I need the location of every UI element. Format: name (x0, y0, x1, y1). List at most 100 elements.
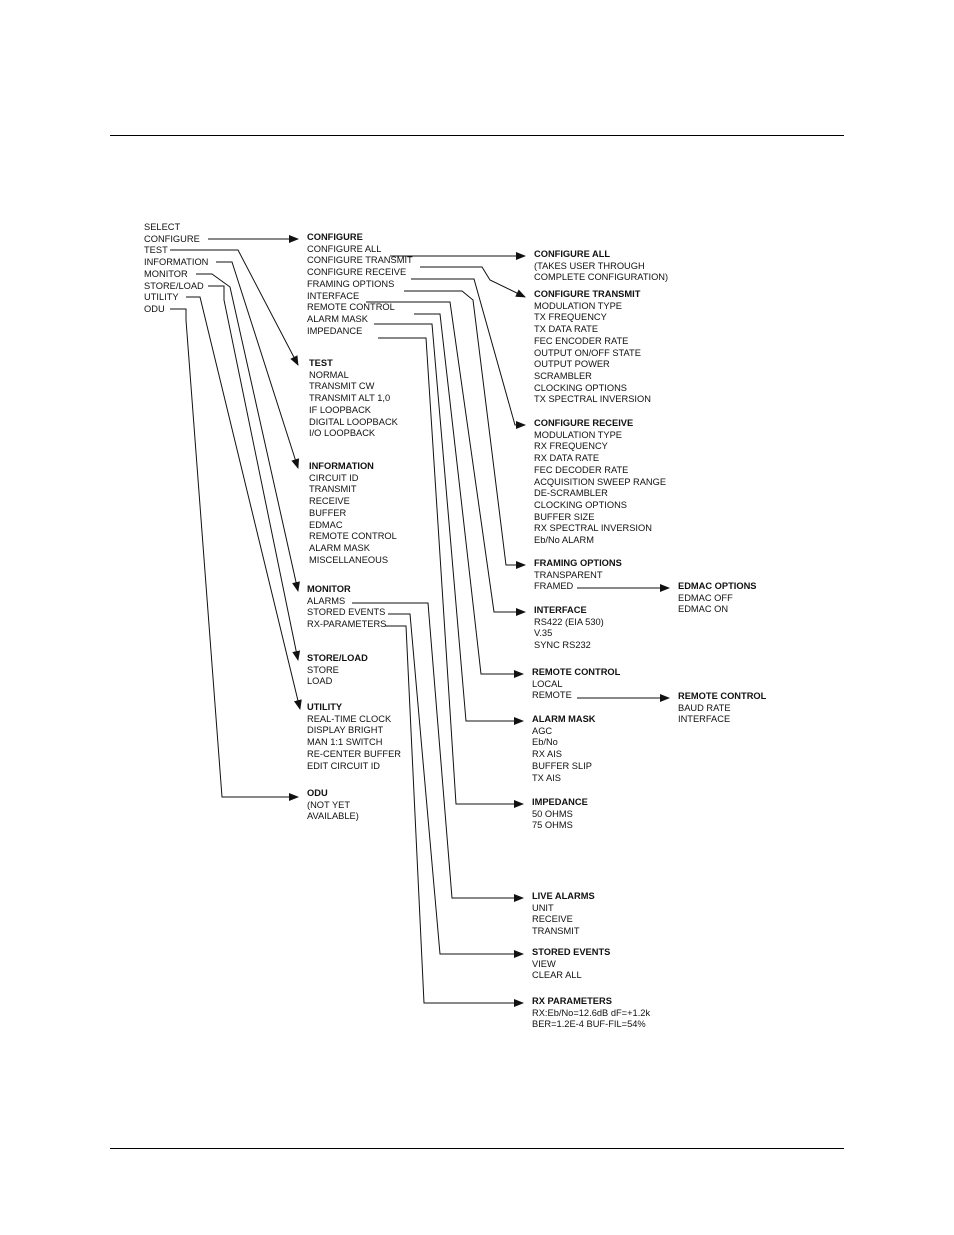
configure-all-item: COMPLETE CONFIGURATION) (534, 272, 669, 283)
configure-transmit-item: SCRAMBLER (534, 370, 592, 381)
configure-transmit-item: FEC ENCODER RATE (534, 335, 629, 346)
utility-item: DISPLAY BRIGHT (307, 725, 384, 736)
configure-transmit-connector (420, 266, 526, 298)
test-item: TRANSMIT CW (309, 381, 375, 392)
live-alarms-connector (352, 602, 524, 902)
alarm-mask-item: AGC (532, 725, 553, 736)
rx-parameters-connector (385, 625, 524, 1007)
stored-events-item: VIEW (532, 958, 556, 969)
remote-control-title: REMOTE CONTROL (532, 667, 621, 677)
root-item: TEST (144, 245, 168, 256)
configure-transmit-item: TX SPECTRAL INVERSION (534, 394, 651, 405)
configure-receive-item: DE-SCRAMBLER (534, 488, 608, 499)
impedance-item: 50 OHMS (532, 808, 573, 819)
root-title: SELECT (144, 222, 181, 232)
footer-rule (110, 1148, 844, 1149)
test-item: IF LOOPBACK (309, 404, 371, 415)
live-alarms-item: TRANSMIT (532, 926, 580, 937)
root-item: ODU (144, 303, 165, 314)
root-item: CONFIGURE (144, 233, 200, 244)
rx-parameters-item: BER=1.2E-4 BUF-FIL=54% (532, 1019, 646, 1030)
information-item: BUFFER (309, 507, 347, 518)
remote-control-connector (414, 313, 524, 678)
edmac-options-item: EDMAC ON (678, 604, 729, 615)
configure-transmit-item: TX FREQUENCY (534, 312, 607, 323)
test-connector (170, 249, 299, 366)
odu-item: (NOT YET (307, 799, 351, 810)
store-load-item: LOAD (307, 676, 333, 687)
information-item: EDMAC (309, 519, 343, 530)
configure-receive-item: RX FREQUENCY (534, 441, 608, 452)
remote-control-item: LOCAL (532, 678, 563, 689)
configure-item: INTERFACE (307, 290, 360, 301)
information-connector (216, 261, 300, 469)
test-item: TRANSMIT ALT 1,0 (309, 393, 391, 404)
configure-receive-item: RX SPECTRAL INVERSION (534, 523, 652, 534)
configure-receive-item: RX DATA RATE (534, 453, 600, 464)
configure-transmit-title: CONFIGURE TRANSMIT (534, 289, 641, 299)
store-load-connector (208, 285, 301, 661)
monitor-title: MONITOR (307, 584, 351, 594)
configure-item: IMPEDANCE (307, 325, 363, 336)
interface-connector (366, 301, 526, 616)
alarm-mask-item: TX AIS (532, 772, 561, 783)
configure-receive-item: BUFFER SIZE (534, 511, 595, 522)
stored-events-item: CLEAR ALL (532, 970, 582, 981)
configure-all-item: (TAKES USER THROUGH (534, 260, 645, 271)
utility-item: REAL-TIME CLOCK (307, 713, 392, 724)
test-item: DIGITAL LOOPBACK (309, 416, 398, 427)
framing-options-connector (404, 290, 526, 569)
rx-parameters-item: RX:Eb/No=12.6dB dF=+1.2k (532, 1007, 651, 1018)
odu-connector (170, 308, 299, 801)
configure-item: CONFIGURE TRANSMIT (307, 255, 413, 266)
configure-item: ALARM MASK (307, 313, 368, 324)
configure-transmit-item: MODULATION TYPE (534, 300, 622, 311)
impedance-connector (378, 337, 524, 808)
interface-item: SYNC RS232 (534, 640, 591, 651)
store-load-title: STORE/LOAD (307, 653, 368, 663)
root-item: MONITOR (144, 268, 188, 279)
configure-all-title: CONFIGURE ALL (534, 249, 611, 259)
test-item: NORMAL (309, 369, 349, 380)
utility-item: RE-CENTER BUFFER (307, 748, 402, 759)
edmac-options-item: EDMAC OFF (678, 592, 733, 603)
root-item: UTILITY (144, 292, 179, 303)
test-title: TEST (309, 358, 333, 368)
alarm-mask-item: Eb/No (532, 737, 558, 748)
configure-transmit-item: CLOCKING OPTIONS (534, 382, 627, 393)
information-title: INFORMATION (309, 461, 374, 471)
information-item: CIRCUIT ID (309, 472, 359, 483)
configure-receive-item: MODULATION TYPE (534, 429, 622, 440)
alarm-mask-title: ALARM MASK (532, 714, 596, 724)
alarm-mask-item: RX AIS (532, 749, 562, 760)
configure-receive-item: Eb/No ALARM (534, 535, 594, 545)
configure-transmit-item: TX DATA RATE (534, 324, 599, 335)
configure-transmit-item: OUTPUT ON/OFF STATE (534, 347, 641, 358)
monitor-item: ALARMS (307, 595, 346, 606)
information-item: REMOTE CONTROL (309, 531, 397, 542)
stored-events-connector (388, 613, 524, 958)
header-rule (110, 135, 844, 136)
utility-item: EDIT CIRCUIT ID (307, 760, 381, 771)
utility-title: UTILITY (307, 702, 343, 712)
root-item: INFORMATION (144, 257, 209, 268)
remote-control-sub-title: REMOTE CONTROL (678, 691, 767, 701)
configure-receive-item: CLOCKING OPTIONS (534, 499, 627, 510)
configure-item: CONFIGURE RECEIVE (307, 267, 407, 278)
information-item: RECEIVE (309, 496, 350, 507)
framing-options-item: TRANSPARENT (534, 569, 603, 580)
information-item: TRANSMIT (309, 484, 357, 495)
live-alarms-item: RECEIVE (532, 914, 573, 925)
test-item: I/O LOOPBACK (309, 428, 376, 439)
monitor-connector (196, 273, 300, 592)
utility-item: MAN 1:1 SWITCH (307, 737, 383, 748)
configure-receive-item: ACQUISITION SWEEP RANGE (534, 476, 667, 487)
live-alarms-title: LIVE ALARMS (532, 891, 595, 901)
stored-events-title: STORED EVENTS (532, 947, 611, 957)
rx-parameters-title: RX PARAMETERS (532, 996, 612, 1006)
root-item: STORE/LOAD (144, 280, 204, 291)
impedance-title: IMPEDANCE (532, 797, 588, 807)
store-load-item: STORE (307, 664, 339, 675)
configure-transmit-item: OUTPUT POWER (534, 359, 610, 370)
